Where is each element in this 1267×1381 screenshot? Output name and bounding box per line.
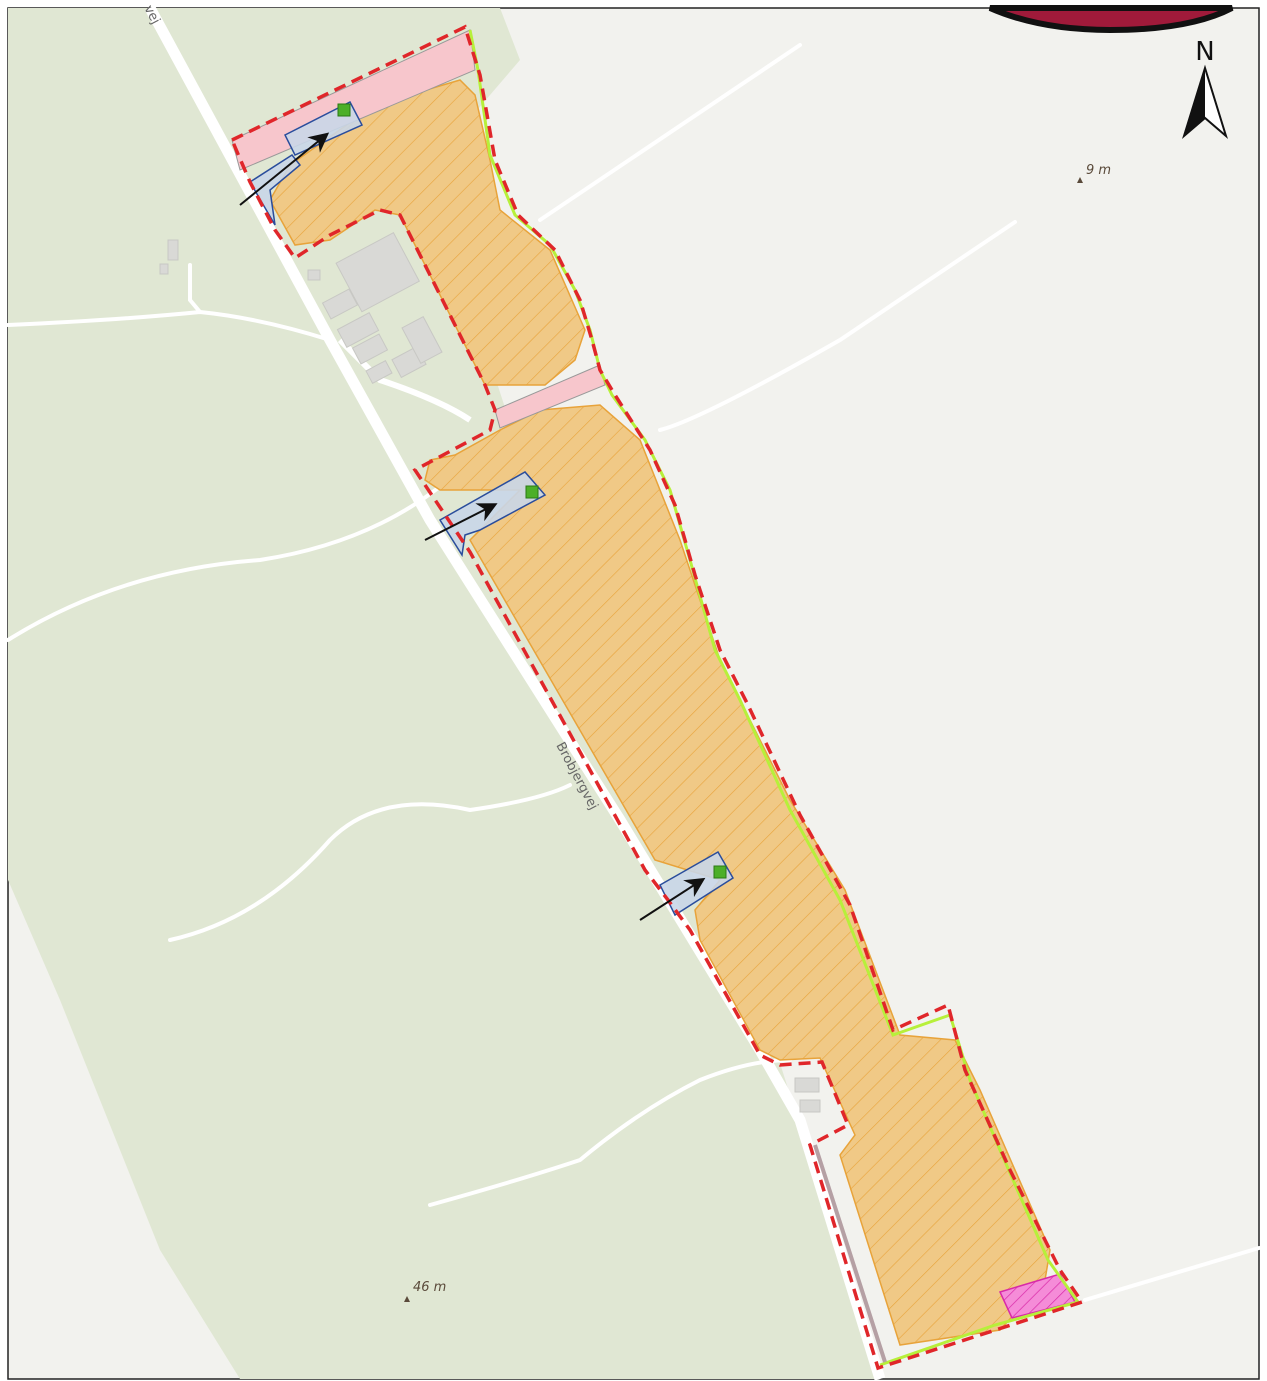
sign-icon — [337, 103, 727, 879]
elevation-label-46m: 46 m — [413, 1280, 446, 1295]
access-arrow-icon — [239, 132, 706, 921]
north-arrow-icon: N — [1182, 37, 1228, 140]
buildings — [159, 231, 821, 1113]
hedge-line — [468, 29, 1081, 1367]
logo — [988, 5, 1234, 34]
field-tracks — [6, 43, 1261, 1302]
north-label: N — [1195, 37, 1214, 67]
farm-road — [337, 337, 472, 423]
elevation-marker-icon — [404, 177, 1083, 1302]
woodland-area — [8, 8, 880, 1379]
project-boundary — [229, 24, 1085, 1371]
elevation-label-9m: 9 m — [1086, 163, 1111, 178]
road-brobjergvej — [145, 5, 886, 1381]
track-strip — [813, 1144, 887, 1363]
